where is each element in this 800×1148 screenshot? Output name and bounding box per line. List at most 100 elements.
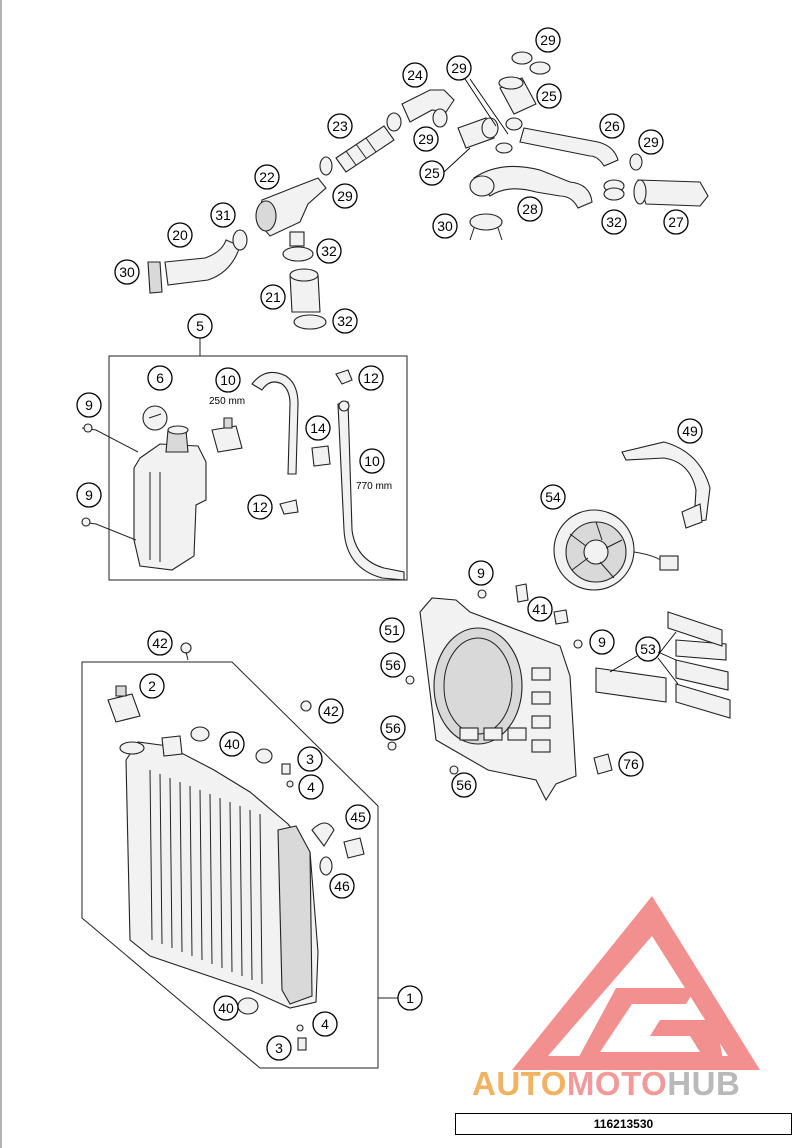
callout-26: 26 — [599, 113, 625, 139]
callout-54: 54 — [540, 484, 566, 510]
callout-labels: 29 24 29 25 23 29 26 29 22 29 25 31 20 3… — [76, 27, 703, 1061]
callout-4b: 4 — [312, 1011, 338, 1037]
callout-21: 21 — [260, 284, 286, 310]
callout-6: 6 — [147, 365, 173, 391]
callout-29b-text: 29 — [451, 60, 467, 76]
callout-25a: 25 — [536, 83, 562, 109]
callout-56b: 56 — [380, 715, 406, 741]
callout-20-text: 20 — [172, 227, 188, 243]
callout-9a-text: 9 — [85, 397, 93, 413]
callout-42b: 42 — [318, 698, 344, 724]
callout-4a: 4 — [298, 774, 324, 800]
callout-45: 45 — [345, 804, 371, 830]
group-box-1 — [81, 661, 379, 1069]
dimension-labels: 250 mm 770 mm — [209, 396, 392, 492]
callout-30a: 30 — [114, 259, 140, 285]
callout-28-text: 28 — [522, 201, 538, 217]
callout-29d-text: 29 — [643, 134, 659, 150]
callout-56a-text: 56 — [385, 657, 401, 673]
callout-56c: 56 — [451, 772, 477, 798]
callout-10b-text: 10 — [364, 453, 380, 469]
callout-14-text: 14 — [310, 420, 326, 436]
callout-10b: 10 — [359, 448, 385, 474]
brand-auto: AUTO — [472, 1065, 567, 1102]
callout-51-text: 51 — [384, 622, 400, 638]
callout-40b-text: 40 — [218, 1000, 234, 1016]
callout-5-text: 5 — [196, 318, 204, 334]
callout-27-text: 27 — [668, 214, 684, 230]
expansion-tank-group — [81, 338, 408, 581]
callout-29a-text: 29 — [540, 32, 556, 48]
callout-32a: 32 — [601, 209, 627, 235]
callout-21-text: 21 — [265, 289, 281, 305]
callout-6-text: 6 — [156, 370, 164, 386]
callout-2-text: 2 — [148, 678, 156, 694]
callout-24: 24 — [402, 62, 428, 88]
fan-shroud-group — [387, 441, 731, 802]
callout-3a-text: 3 — [306, 751, 314, 767]
callout-31: 31 — [210, 202, 236, 228]
callout-56c-text: 56 — [456, 777, 472, 793]
callout-30a-text: 30 — [119, 264, 135, 280]
callout-9d-text: 9 — [598, 634, 606, 650]
callout-24-text: 24 — [407, 67, 423, 83]
callout-29c-text: 29 — [418, 131, 434, 147]
callout-12a-text: 12 — [363, 370, 379, 386]
callout-10a-text: 10 — [220, 372, 236, 388]
callout-29a: 29 — [535, 27, 561, 53]
callout-9b-text: 9 — [85, 487, 93, 503]
callout-26-text: 26 — [604, 118, 620, 134]
drawing-number-box: 116213530 — [455, 1113, 792, 1135]
callout-42a-text: 42 — [152, 635, 168, 651]
callout-42b-text: 42 — [323, 703, 339, 719]
callout-54-text: 54 — [545, 489, 561, 505]
callout-28: 28 — [517, 196, 543, 222]
callout-45-text: 45 — [350, 809, 366, 825]
callout-32c-text: 32 — [337, 313, 353, 329]
callout-10a: 10 — [215, 367, 241, 393]
callout-32a-text: 32 — [606, 214, 622, 230]
callout-46-text: 46 — [334, 878, 350, 894]
callout-40a-text: 40 — [224, 736, 240, 752]
callout-27: 27 — [663, 209, 689, 235]
callout-56a: 56 — [380, 652, 406, 678]
callout-31-text: 31 — [215, 207, 231, 223]
callout-40b: 40 — [213, 995, 239, 1021]
callout-41: 41 — [527, 596, 553, 622]
callout-12a: 12 — [358, 365, 384, 391]
callout-5: 5 — [187, 313, 213, 339]
callout-4a-text: 4 — [307, 779, 315, 795]
callout-14: 14 — [305, 415, 331, 441]
callout-12b: 12 — [247, 494, 273, 520]
callout-9d: 9 — [589, 629, 615, 655]
callout-32c: 32 — [332, 308, 358, 334]
callout-32b-text: 32 — [321, 243, 337, 259]
hose-group-top — [147, 51, 709, 330]
callout-3a: 3 — [297, 746, 323, 772]
automotohub-logo — [512, 896, 760, 1070]
callout-29d: 29 — [638, 129, 664, 155]
callout-32b: 32 — [316, 238, 342, 264]
callout-20: 20 — [167, 222, 193, 248]
callout-22: 22 — [254, 164, 280, 190]
callout-53: 53 — [635, 636, 661, 662]
callout-56b-text: 56 — [385, 720, 401, 736]
callout-29e-text: 29 — [337, 188, 353, 204]
dimension-770mm: 770 mm — [356, 481, 392, 492]
callout-9b: 9 — [76, 482, 102, 508]
callout-12b-text: 12 — [252, 499, 268, 515]
callout-76: 76 — [618, 751, 644, 777]
callout-40a: 40 — [219, 731, 245, 757]
callout-30b-text: 30 — [437, 218, 453, 234]
callout-49-text: 49 — [682, 423, 698, 439]
callout-53-text: 53 — [640, 641, 656, 657]
callout-42a: 42 — [147, 630, 173, 656]
callout-9c-text: 9 — [477, 565, 485, 581]
callout-23-text: 23 — [332, 118, 348, 134]
radiator-fins — [149, 769, 263, 985]
watermark-brand-text: AUTOMOTOHUB — [472, 1065, 800, 1105]
brand-moto: MOTO — [566, 1065, 668, 1102]
callout-3b: 3 — [266, 1035, 292, 1061]
